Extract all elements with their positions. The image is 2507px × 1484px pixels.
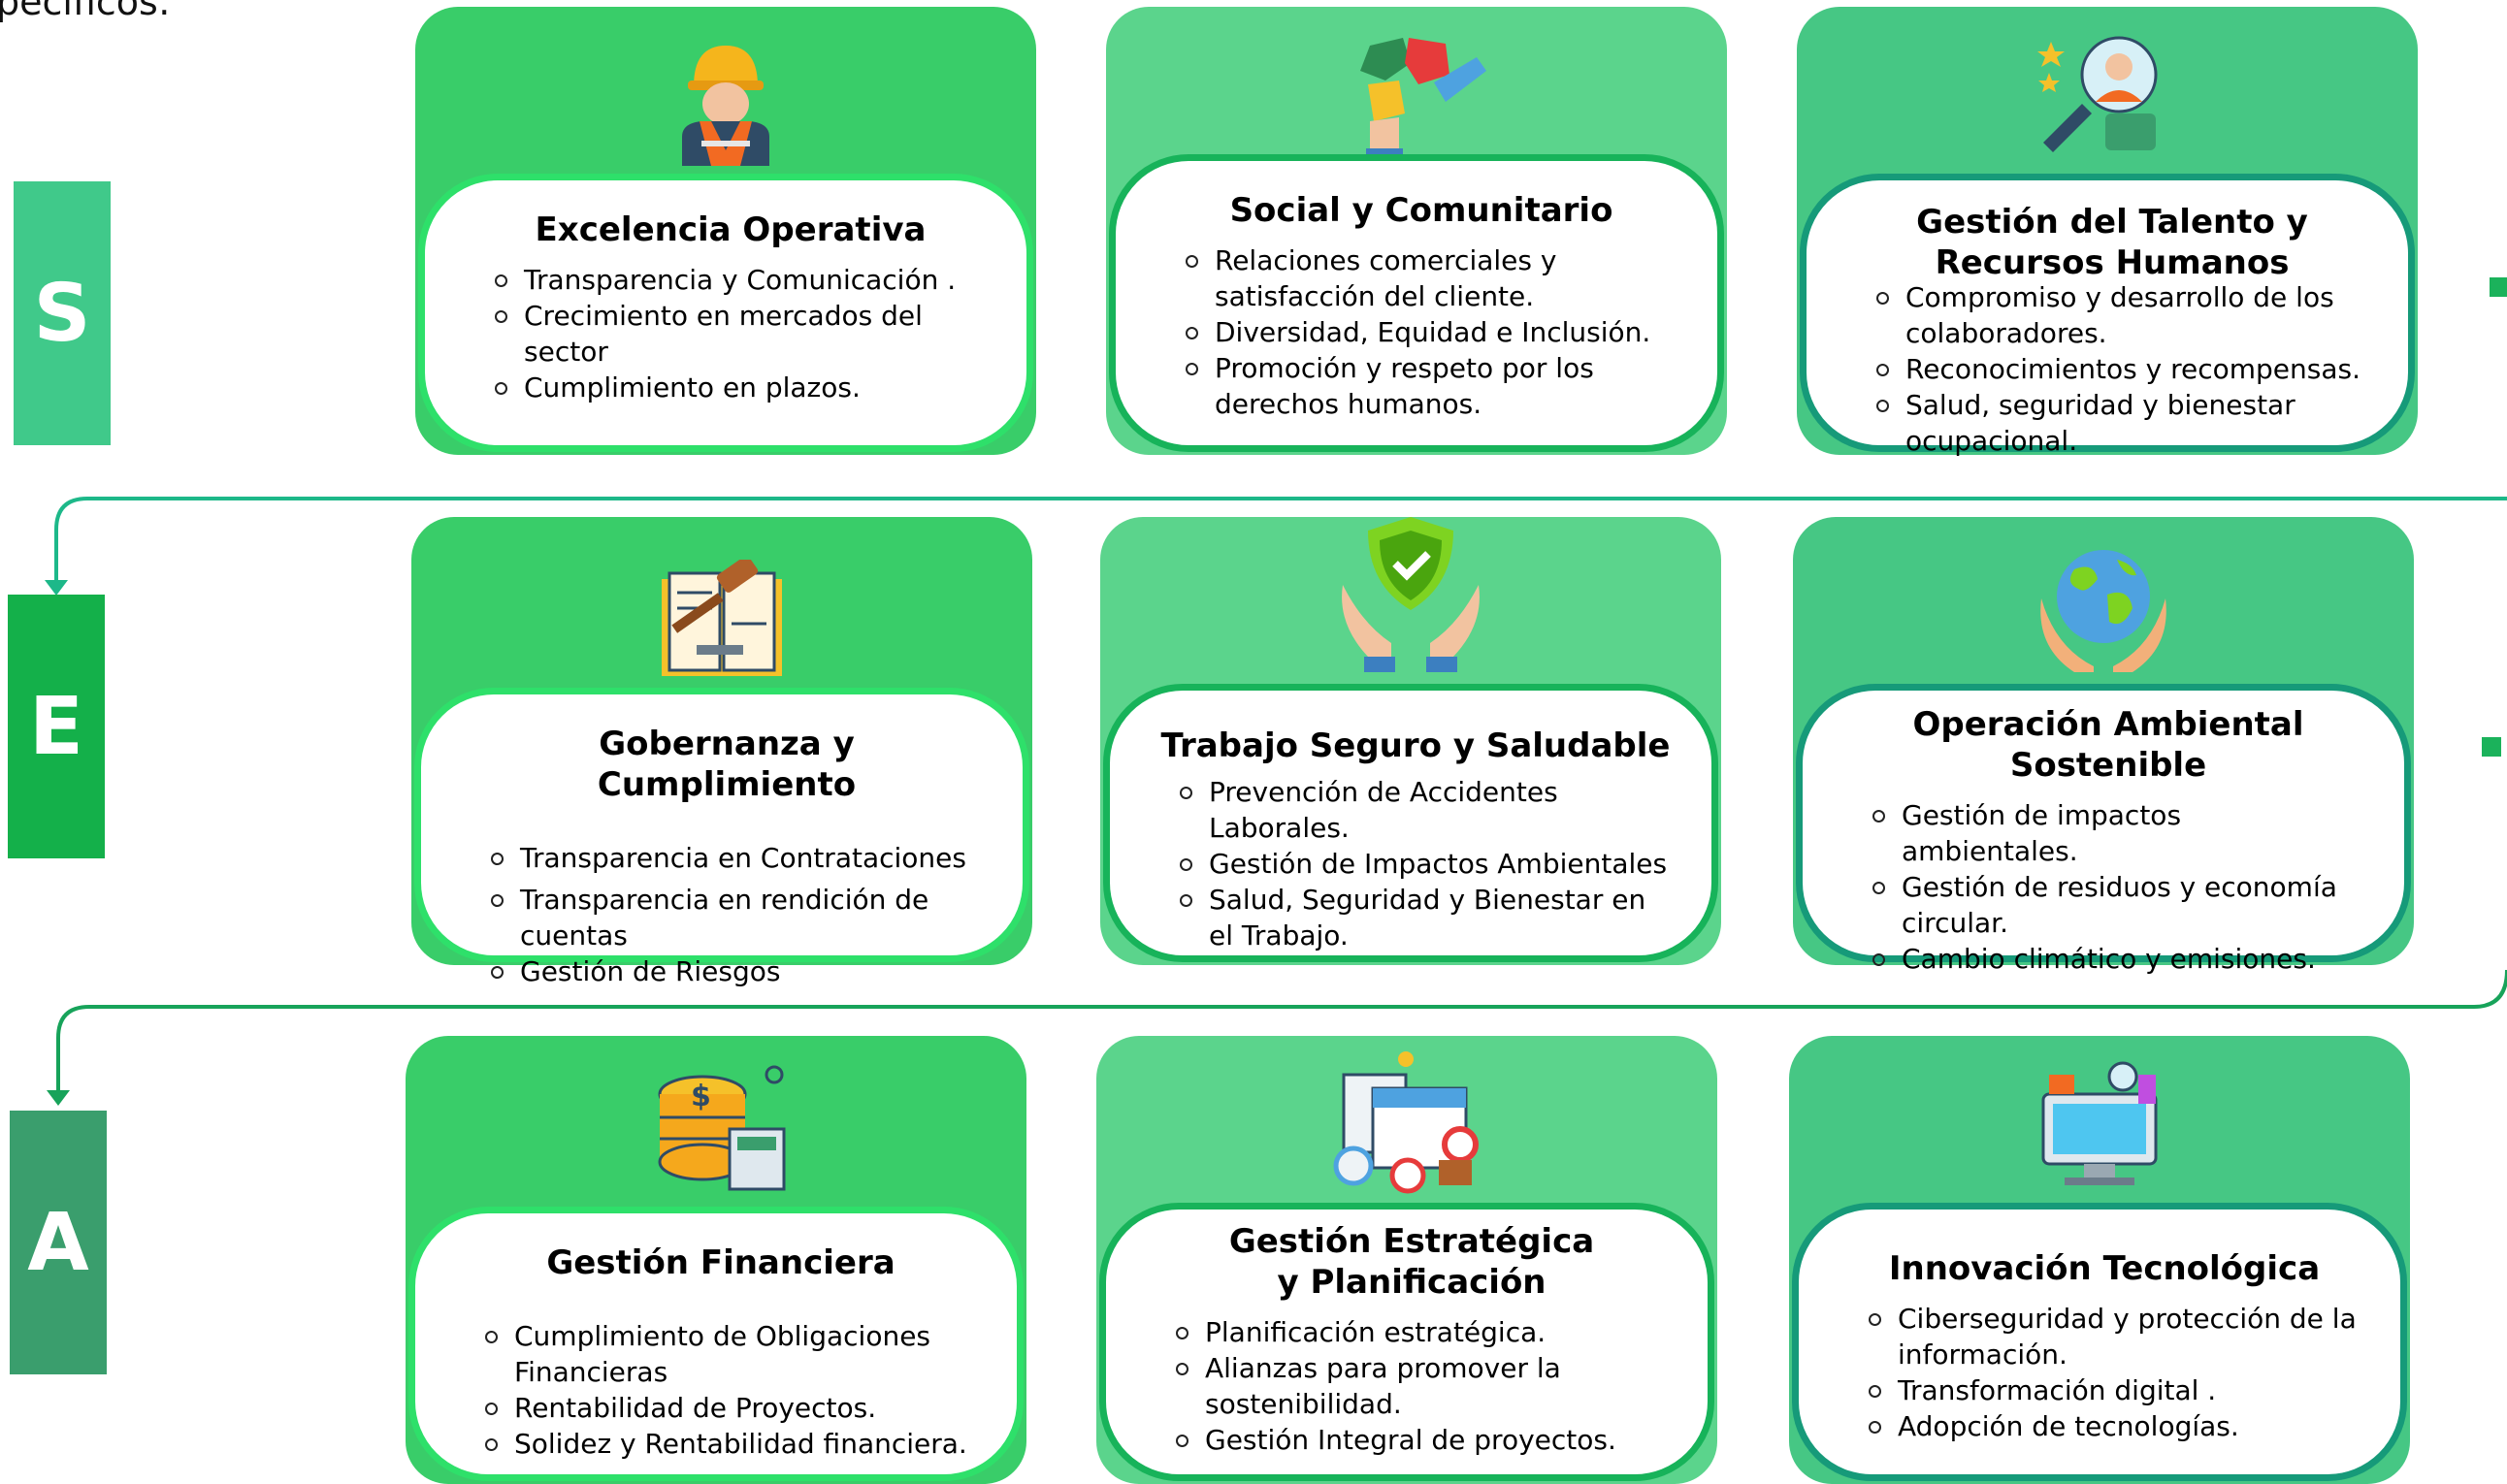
card-list: Transparencia y Comunicación . Crecimien… [473, 262, 988, 405]
card-title: Innovación Tecnológica [1888, 1249, 2321, 1288]
card-list: Gestión de impactos ambientales. Gestión… [1851, 797, 2365, 977]
card-inner: Gestión Estratégica y Planificación Plan… [1099, 1203, 1714, 1481]
list-item: Adopción de tecnologías. [1869, 1408, 2361, 1444]
card-trabajo-seguro: Trabajo Seguro y Saludable Prevención de… [1100, 517, 1721, 965]
list-item: Diversidad, Equidad e Inclusión. [1186, 314, 1678, 350]
list-item: Gestión Integral de proyectos. [1176, 1422, 1669, 1458]
list-item: Transparencia y Comunicación . [495, 262, 988, 298]
list-item: Compromiso y desarrollo de los colaborad… [1876, 279, 2369, 351]
card-title: Operación Ambiental Sostenible [1912, 705, 2304, 785]
card-list: Planificación estratégica. Alianzas para… [1155, 1314, 1669, 1458]
card-title: Gobernanza y Cumplimiento [597, 725, 857, 804]
svg-text:$: $ [691, 1080, 711, 1113]
list-item: Crecimiento en mercados del sector [495, 298, 988, 370]
card-title: Gestión Estratégica y Planificación [1228, 1222, 1595, 1302]
card-inner: Trabajo Seguro y Saludable Prevención de… [1103, 684, 1718, 962]
card-inner: Gestión Financiera Cumplimiento de Oblig… [408, 1207, 1024, 1481]
letter-s-box: S [14, 181, 111, 445]
list-item: Solidez y Rentabilidad financiera. [485, 1426, 978, 1462]
card-operacion-ambiental: Operación Ambiental Sostenible Gestión d… [1793, 517, 2414, 975]
list-item: Transformación digital . [1869, 1372, 2361, 1408]
list-item: Cumplimiento de Obligaciones Financieras [485, 1318, 978, 1390]
card-inner: Gestión del Talento y Recursos Humanos C… [1800, 174, 2415, 457]
card-list: Compromiso y desarrollo de los colaborad… [1855, 279, 2369, 459]
letter-a-box: A [10, 1111, 107, 1374]
calendar-planning-icon [1333, 1051, 1479, 1194]
list-item: Planificación estratégica. [1176, 1314, 1669, 1350]
list-item: Gestión de impactos ambientales. [1872, 797, 2365, 869]
list-item: Transparencia en rendición de cuentas [491, 882, 984, 953]
card-gestion-estrategica: Gestión Estratégica y Planificación Plan… [1096, 1036, 1717, 1484]
earth-hands-icon [2040, 550, 2166, 672]
list-item: Salud, seguridad y bienestar ocupacional… [1876, 387, 2369, 459]
list-item: Relaciones comerciales y satisfacción de… [1186, 242, 1678, 314]
card-title: Excelencia Operativa [535, 210, 927, 249]
shield-hands-icon [1342, 517, 1480, 672]
card-inner: Operación Ambiental Sostenible Gestión d… [1796, 684, 2411, 975]
card-excelencia-operativa: Excelencia Operativa Transparencia y Com… [415, 7, 1036, 455]
list-item: Cumplimiento en plazos. [495, 370, 988, 405]
list-item: Cambio climático y emisiones. [1872, 941, 2365, 977]
monitor-tech-icon [2041, 1061, 2158, 1185]
card-title: Trabajo Seguro y Saludable [1160, 726, 1671, 765]
row-marker-s [2490, 277, 2507, 297]
letter-e-box: E [8, 595, 105, 858]
card-title: Gestión Financiera [546, 1243, 895, 1282]
row-marker-e [2482, 737, 2501, 757]
list-item: Reconocimientos y recompensas. [1876, 351, 2369, 387]
list-item: Gestión de Riesgos [491, 953, 984, 989]
intro-text: pecíficos: [0, 0, 171, 23]
card-inner: Innovación Tecnológica Ciberseguridad y … [1792, 1203, 2407, 1481]
card-gobernanza: Gobernanza y Cumplimiento Transparencia … [411, 517, 1032, 987]
list-item: Gestión de Impactos Ambientales [1180, 846, 1673, 882]
card-gestion-financiera: $ Gestión Financiera Cumplimiento de Obl… [406, 1036, 1026, 1484]
card-list: Transparencia en Contrataciones Transpar… [470, 840, 984, 989]
card-title: Gestión del Talento y Recursos Humanos [1916, 203, 2308, 282]
worker-icon [682, 46, 769, 166]
card-list: Ciberseguridad y protección de la inform… [1847, 1301, 2361, 1444]
list-item: Gestión de residuos y economía circular. [1872, 869, 2365, 941]
card-gestion-talento: Gestión del Talento y Recursos Humanos C… [1797, 7, 2418, 457]
card-title: Social y Comunitario [1229, 191, 1613, 230]
coins-calculator-icon: $ [658, 1065, 786, 1191]
puzzle-hands-icon [1360, 38, 1486, 164]
card-inner: Excelencia Operativa Transparencia y Com… [418, 174, 1033, 452]
list-item: Prevención de Accidentes Laborales. [1180, 774, 1673, 846]
card-inner: Social y Comunitario Relaciones comercia… [1109, 154, 1724, 452]
list-item: Rentabilidad de Proyectos. [485, 1390, 978, 1426]
card-inner: Gobernanza y Cumplimiento Transparencia … [414, 688, 1029, 987]
card-innovacion-tecnologica: Innovación Tecnológica Ciberseguridad y … [1789, 1036, 2410, 1484]
card-list: Relaciones comerciales y satisfacción de… [1164, 242, 1678, 422]
list-item: Transparencia en Contrataciones [491, 840, 984, 876]
card-list: Prevención de Accidentes Laborales. Gest… [1158, 774, 1673, 953]
list-item: Alianzas para promover la sostenibilidad… [1176, 1350, 1669, 1422]
list-item: Promoción y respeto por los derechos hum… [1186, 350, 1678, 422]
list-item: Ciberseguridad y protección de la inform… [1869, 1301, 2361, 1372]
card-list: Cumplimiento de Obligaciones Financieras… [464, 1318, 978, 1462]
talent-review-icon [2037, 36, 2158, 152]
card-social-comunitario: Social y Comunitario Relaciones comercia… [1106, 7, 1727, 455]
list-item: Salud, Seguridad y Bienestar en el Traba… [1180, 882, 1673, 953]
law-book-gavel-icon [662, 560, 782, 676]
